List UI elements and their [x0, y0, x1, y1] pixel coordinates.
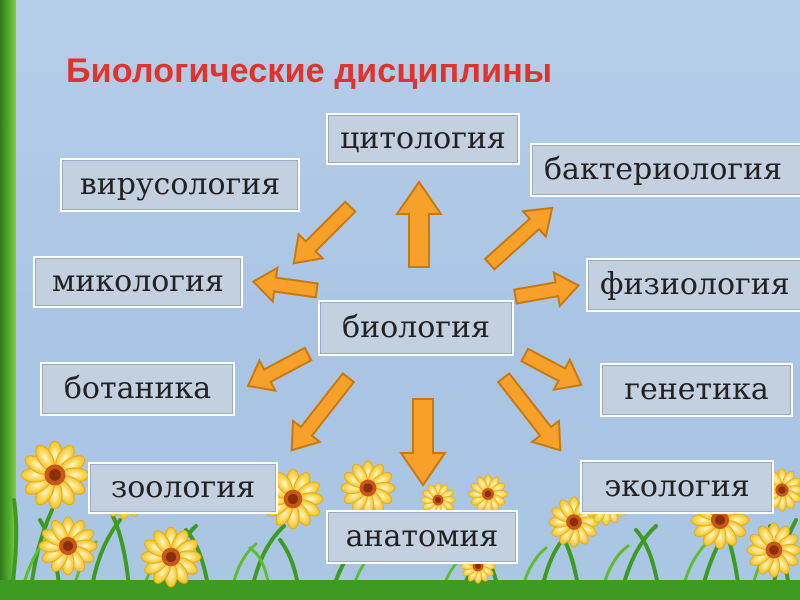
node-physiology: физиология: [586, 258, 800, 312]
arrow-to-genetics: [520, 347, 583, 392]
arrow-to-botany: [246, 346, 313, 392]
arrow-to-anatomy: [399, 398, 447, 487]
arrow-to-mycology: [251, 265, 319, 304]
node-genetics: генетика: [600, 363, 793, 417]
node-bacteriology: бактериология: [530, 143, 800, 197]
arrow-to-cytology: [395, 180, 443, 268]
node-biology-center: биология: [318, 300, 514, 356]
node-cytology: цитология: [326, 113, 520, 165]
node-anatomy: анатомия: [326, 510, 518, 564]
arrow-to-ecology: [496, 372, 562, 452]
node-mycology: микология: [33, 256, 243, 308]
arrow-to-bacteriology: [483, 206, 554, 271]
arrow-to-virology: [292, 200, 357, 265]
node-virology: вирусология: [60, 158, 300, 212]
node-ecology: экология: [580, 460, 774, 514]
green-side-strip: [0, 0, 16, 600]
node-zoology: зоология: [88, 462, 278, 514]
slide-title: Биологические дисциплины: [66, 52, 553, 90]
arrow-to-physiology: [513, 270, 581, 309]
node-botany: ботаника: [40, 362, 235, 416]
arrow-to-zoology: [290, 372, 356, 452]
